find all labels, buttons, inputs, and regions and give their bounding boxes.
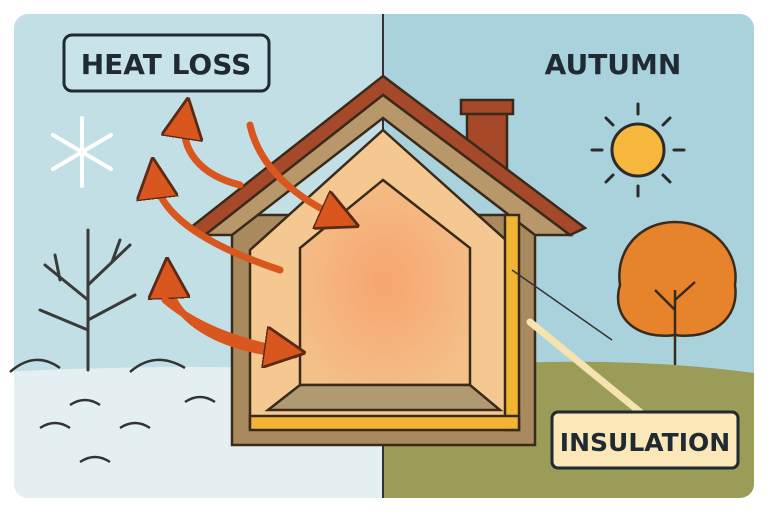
snow-mounds <box>9 358 216 464</box>
insulation-layer <box>503 213 521 432</box>
insulation-pointer-line <box>511 269 613 341</box>
svg-text:INSULATION: INSULATION <box>560 428 730 457</box>
heat-arrow <box>184 118 244 189</box>
autumn-tree-icon <box>616 220 737 365</box>
insulation-pointer-arrow <box>526 318 644 416</box>
heat-arrow <box>155 178 284 274</box>
autumn-label: AUTUMN <box>545 48 682 81</box>
heat-arrow <box>246 121 340 218</box>
snowflake-icon <box>51 116 113 188</box>
heat-loss-arrows <box>155 118 340 355</box>
insulation-label: INSULATION <box>550 410 740 470</box>
svg-text:HEAT LOSS: HEAT LOSS <box>81 48 252 81</box>
heat-arrow <box>161 296 285 350</box>
heat-loss-label: HEAT LOSS <box>62 33 271 93</box>
sun-icon <box>590 102 686 198</box>
bare-tree-icon <box>38 228 137 372</box>
